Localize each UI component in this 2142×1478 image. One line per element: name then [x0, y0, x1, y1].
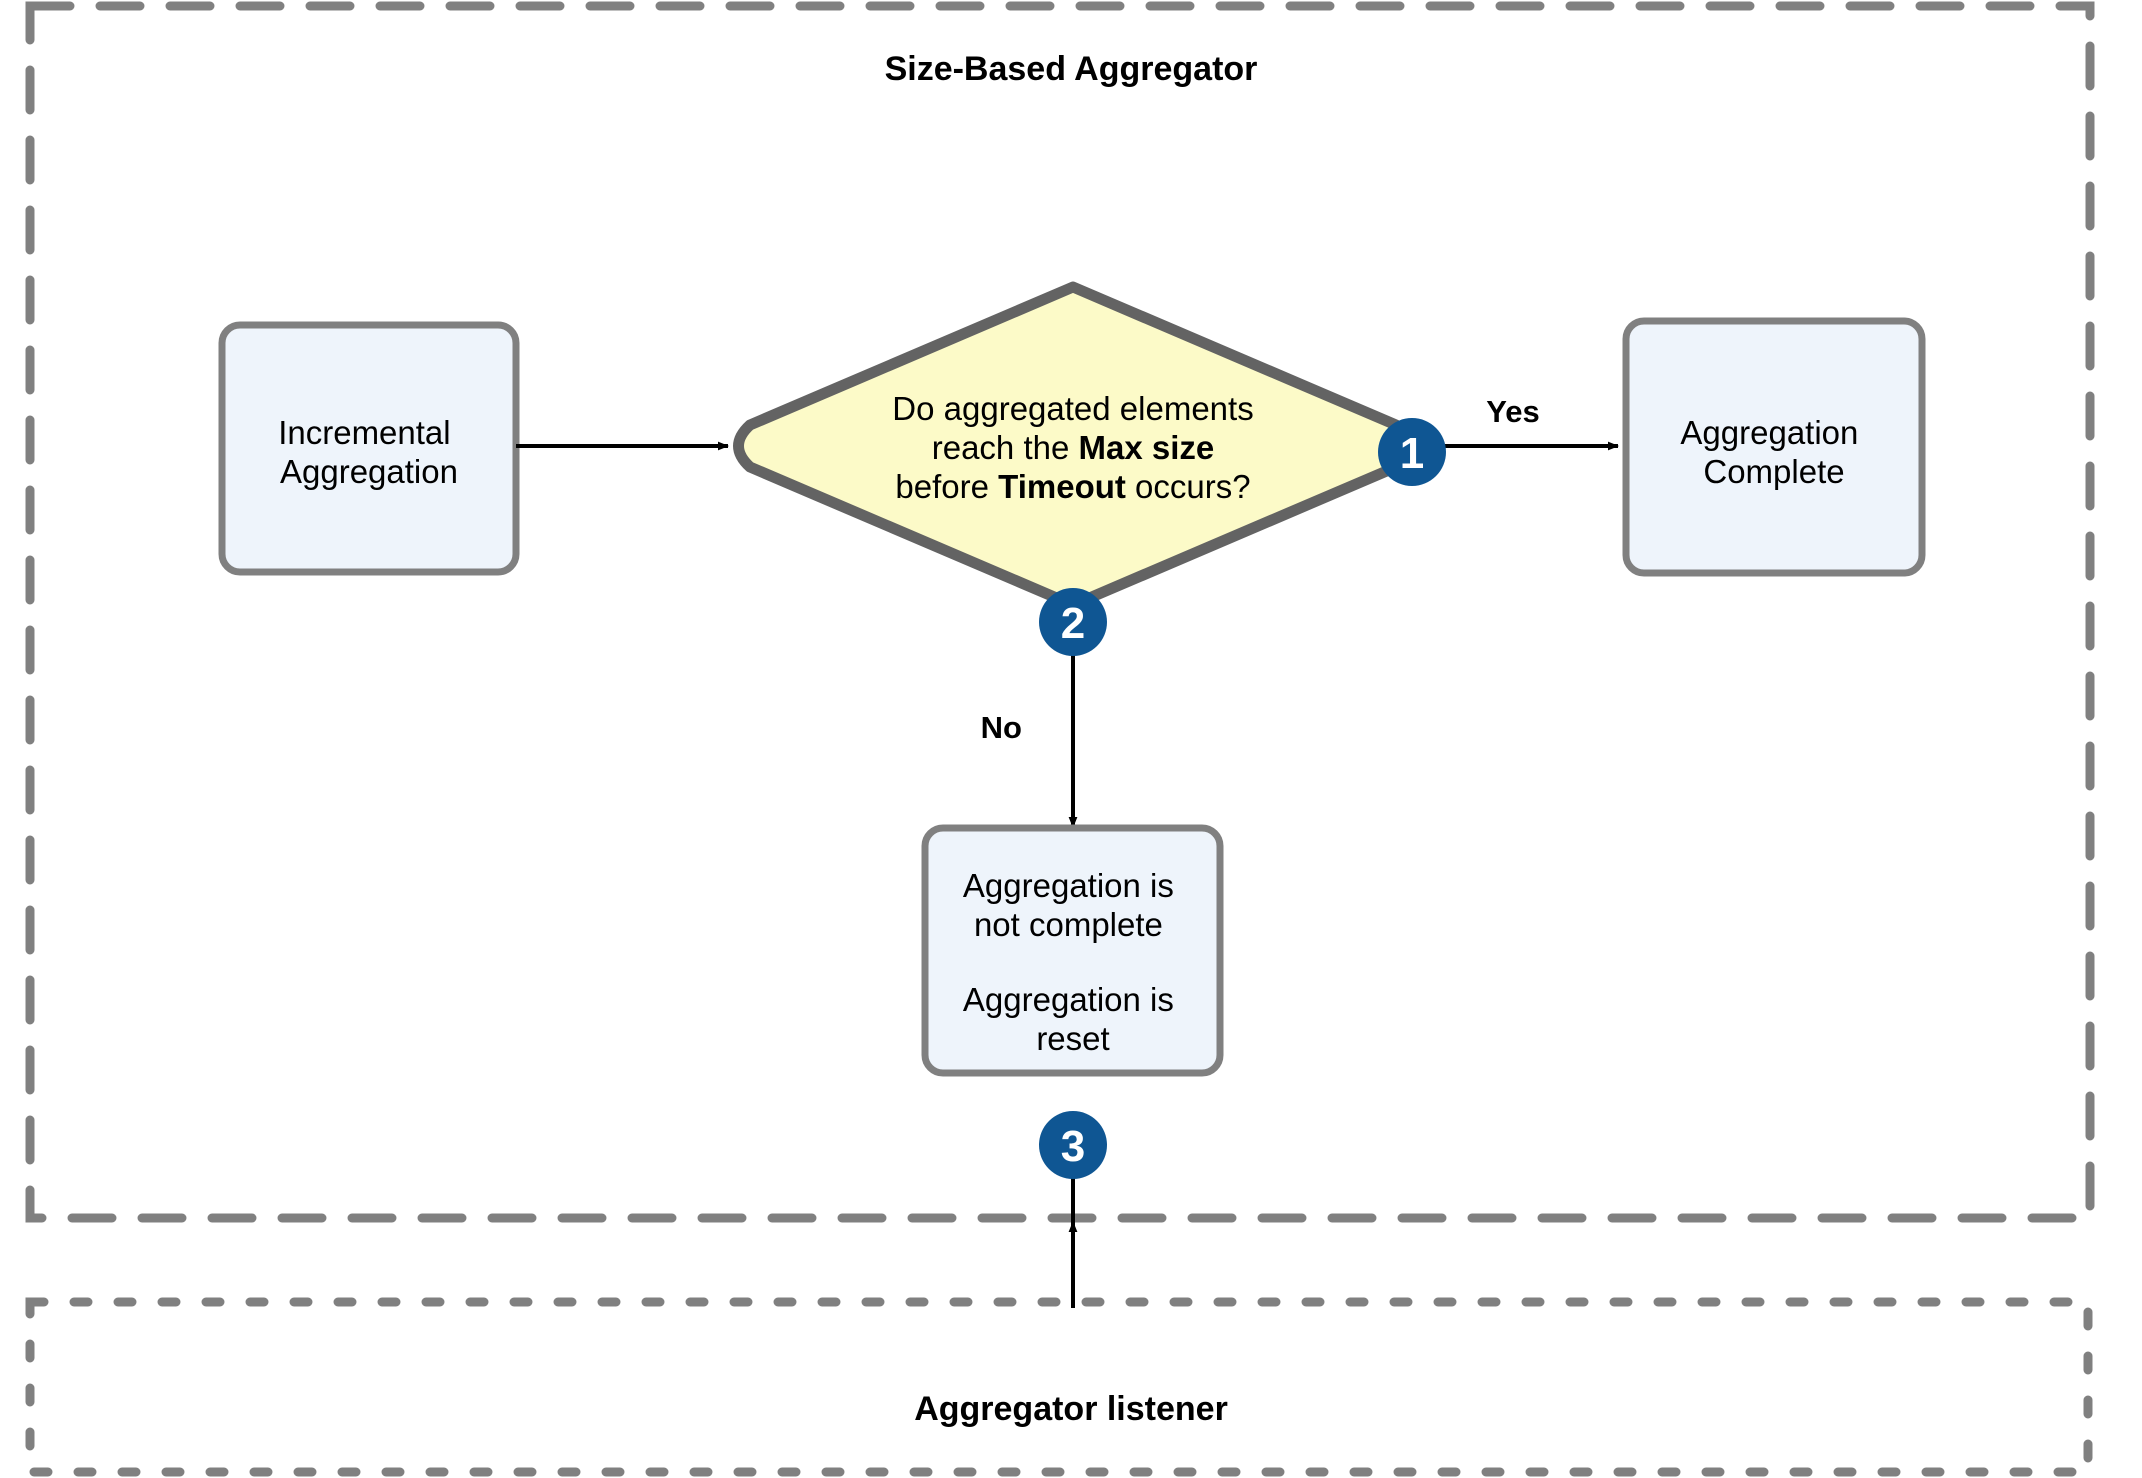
marker-2-circle[interactable]	[1039, 588, 1107, 656]
decision-line-2b: Max size	[1079, 429, 1215, 466]
node-incremental-aggregation[interactable]	[218, 321, 520, 576]
node-aggregation-not-complete-reset[interactable]	[921, 824, 1224, 1077]
decision-line-1: Do aggregated elements	[892, 390, 1253, 427]
node-incremental-aggregation-label: Incremental Aggregation	[278, 414, 460, 490]
container-title-size-based-aggregator: Size-Based Aggregator	[885, 50, 1258, 88]
edge-label-yes: Yes	[1486, 394, 1539, 429]
node-decision-label-line3: before Timeout occurs?	[895, 468, 1250, 505]
decision-line-3b: Timeout	[998, 468, 1126, 505]
node-decision-label-line2: reach the Max size	[932, 429, 1215, 466]
marker-3-circle[interactable]	[1039, 1111, 1107, 1179]
marker-1-label: 1	[1400, 429, 1424, 478]
decision-line-3c: occurs?	[1126, 468, 1251, 505]
container-title-aggregator-listener: Aggregator listener	[914, 1390, 1228, 1428]
node-decision-label: Do aggregated elements	[892, 390, 1253, 427]
node-aggregation-complete-label: Aggregation Complete	[1680, 414, 1867, 490]
marker-1-circle[interactable]	[1378, 418, 1446, 486]
container-aggregator-listener	[25, 1297, 2093, 1477]
node-aggregation-complete[interactable]	[1622, 317, 1926, 577]
node-aggregation-not-complete-reset-label: Aggregation is not complete Aggregation …	[963, 867, 1183, 1057]
marker-3-label: 3	[1061, 1122, 1085, 1171]
marker-2-label: 2	[1061, 599, 1085, 648]
edge-label-no: No	[981, 710, 1022, 745]
container-size-based-aggregator	[25, 1, 2095, 1223]
decision-line-3a: before	[895, 468, 998, 505]
decision-line-2a: reach the	[932, 429, 1079, 466]
